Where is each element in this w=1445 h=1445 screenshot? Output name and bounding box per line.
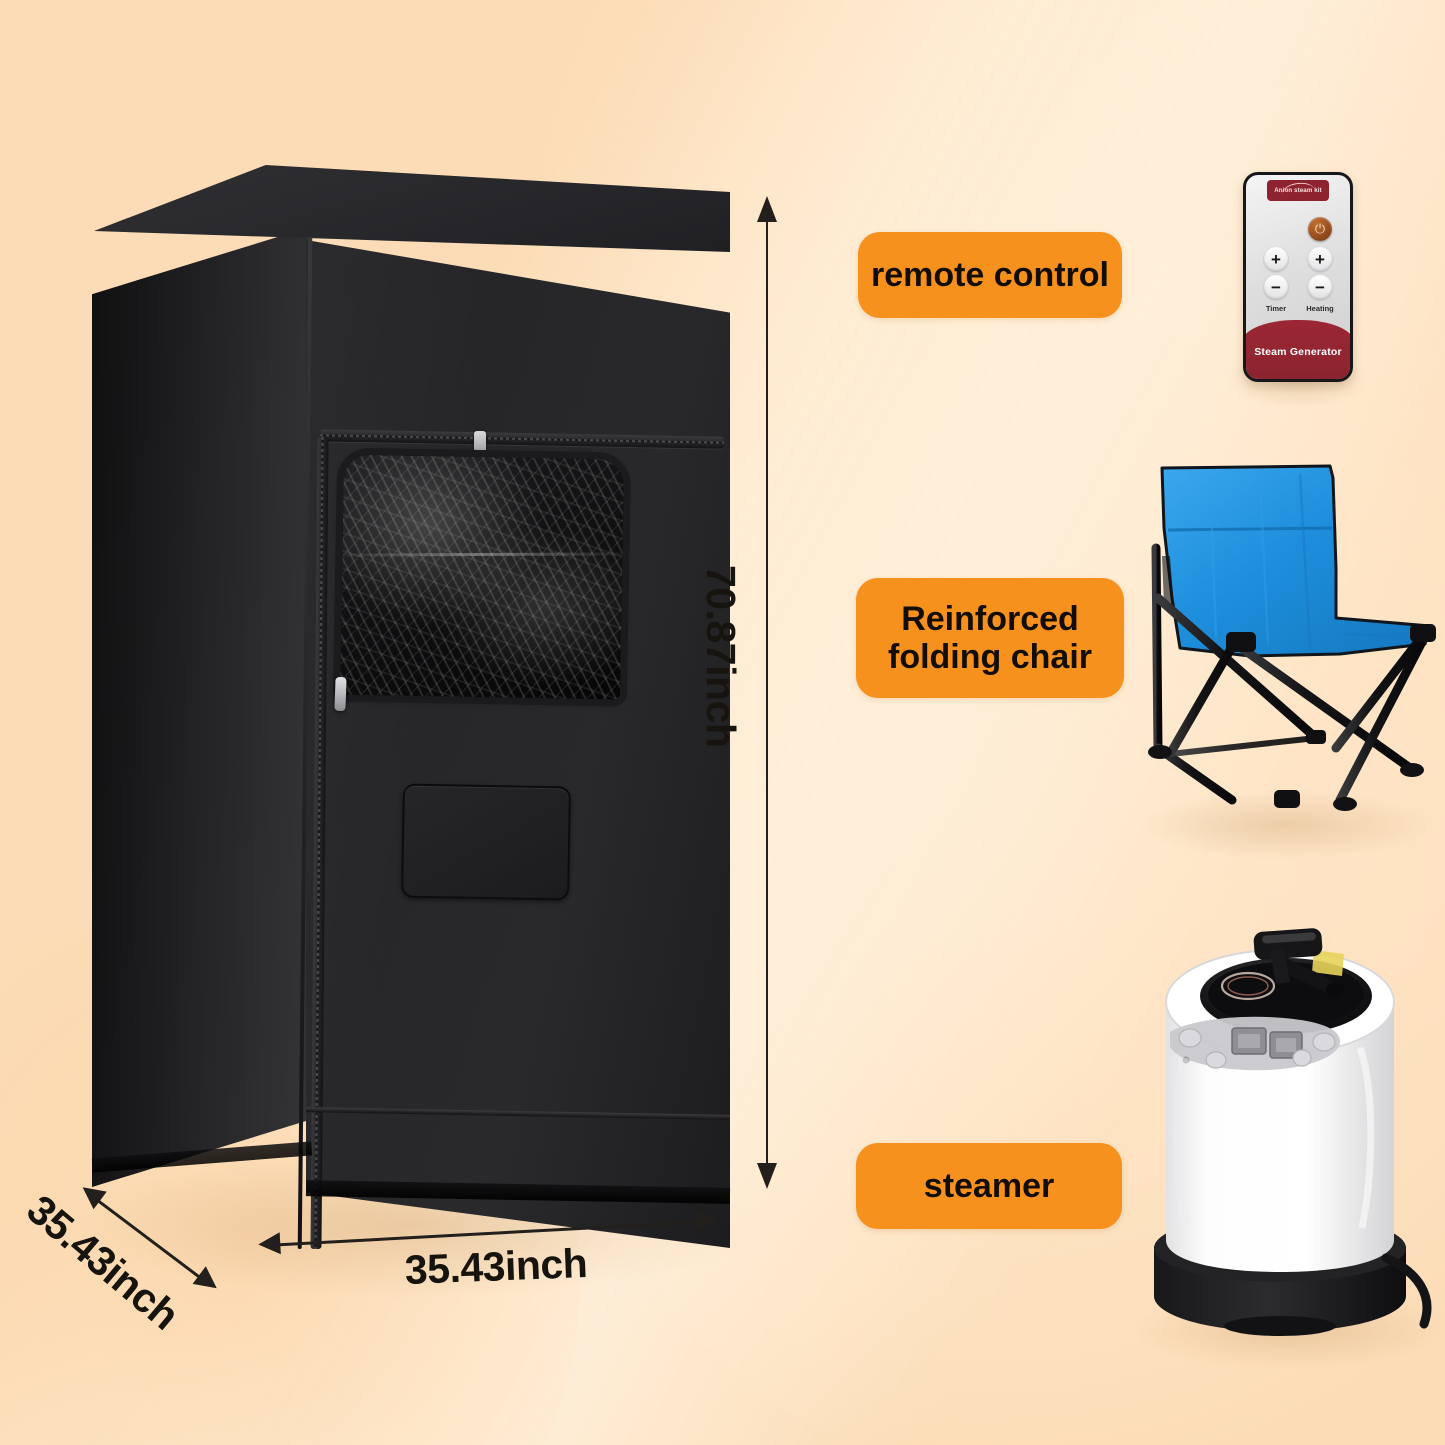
chair-seat-fold [1344,632,1403,638]
folding-chair-product [1140,448,1440,848]
steamer-button-minus[interactable] [1292,1049,1312,1067]
remote-timer-plus-button[interactable]: + [1264,247,1288,271]
chair-fold-2 [1258,475,1270,645]
chair-foot-front [1333,797,1357,811]
window-vinyl-texture [339,454,625,700]
width-arrow-bar [272,1220,704,1247]
steamer-illustration [1154,928,1432,1336]
remote-heating-plus-button[interactable]: + [1308,247,1332,271]
height-dimension-line [766,205,768,1185]
remote-footer-plate: Steam Generator [1246,320,1350,379]
sauna-tent [91,165,772,1255]
tent-zipper-pull-top [474,431,486,459]
callout-badge-remote-control: remote control [858,232,1122,318]
steamer-button-power[interactable] [1205,1051,1227,1069]
chair-foot-right [1400,763,1424,777]
chair-fold-3 [1298,473,1312,649]
steamer-display-digits-left [1238,1034,1260,1048]
chair-leg-e [1335,633,1429,805]
chair-fabric-seat [1160,464,1432,658]
chair-foot-left [1148,745,1172,759]
remote-timer-label: Timer [1265,304,1287,313]
window-zipper-pull [334,676,347,712]
steamer-hose-mount [1270,950,1290,984]
callout-badge-steamer: steamer [856,1143,1122,1229]
callout-label-folding-chair-line2: folding chair [888,638,1092,676]
steamer-foot [1224,1316,1336,1336]
remote-brand-plate: Anion steam kit [1267,180,1329,201]
chair-hub-right [1410,624,1436,642]
chair-cross-support [1167,735,1319,757]
callout-label-remote-control: remote control [870,255,1110,294]
steamer-lid-label [1220,971,1276,1001]
steamer-hose-clip-highlight [1262,932,1316,944]
remote-control-device: Anion steam kit + − + − Timer Heating St… [1243,172,1353,382]
tent-side-panel [92,227,310,1187]
tent-front-highlight [306,240,730,1248]
tent-storage-pocket [401,783,571,901]
steamer-body-gloss [1356,1046,1375,1229]
callout-label-steamer: steamer [923,1166,1055,1205]
remote-heating-label: Heating [1306,304,1334,313]
chair-joint-mid [1306,730,1326,744]
steamer-body [1166,1002,1394,1272]
remote-heating-minus-button[interactable]: − [1308,275,1332,299]
height-arrow-down [757,1163,777,1189]
callout-badge-folding-chair: Reinforced folding chair [856,578,1124,698]
width-arrow-right [695,1208,719,1232]
steamer-button-plus[interactable] [1312,1032,1336,1052]
steamer-lid-label-inner [1227,976,1269,996]
callout-label-folding-chair-line1: Reinforced [901,599,1079,638]
remote-footer-text: Steam Generator [1254,346,1342,358]
chair-back-seam [1167,526,1333,532]
chair-hub-center [1226,632,1256,652]
steamer-button-mode[interactable] [1178,1028,1202,1048]
remote-timer-minus-button[interactable]: − [1264,275,1288,299]
chair-leg-d [1331,629,1429,753]
chair-hub-front [1274,790,1300,808]
chair-back-post [1151,543,1163,753]
chair-fold-1 [1208,477,1218,639]
steamer-body-shade [1173,1057,1191,1228]
width-dimension-label: 35.43inch [404,1239,589,1293]
folding-chair-illustration [1148,464,1436,811]
steamer-power-cord [1381,1253,1432,1329]
steamer-display-digits-right [1276,1038,1296,1052]
remote-power-button[interactable] [1308,217,1332,241]
chair-side-cutout [1162,556,1174,608]
tent-front-panel [306,240,730,1248]
chair-leg-c [1231,639,1415,773]
tent-viewing-window [339,454,625,700]
steamer-warning-sticker [1312,950,1344,976]
steamer-nozzle-opening [1326,983,1344,997]
remote-brand-text: Anion steam kit [1274,187,1322,194]
tent-side-shading [92,227,310,1187]
chair-leg-a [1153,593,1321,743]
steamer-hose-nozzle [1274,954,1338,996]
callout-label-folding-chair: Reinforced folding chair [888,600,1092,676]
chair-leg-b [1165,635,1241,759]
steam-generator-product [1128,928,1440,1348]
height-dimension-label: 70.87inch [698,565,744,748]
